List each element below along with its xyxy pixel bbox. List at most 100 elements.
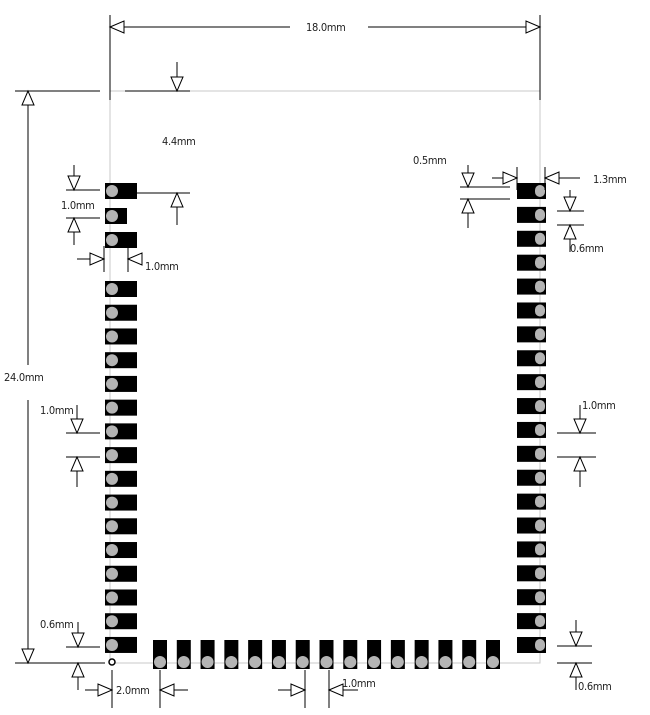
pad-bottom-11	[390, 640, 405, 669]
pad-right-14	[517, 493, 546, 510]
pad-hole	[391, 656, 404, 668]
arrow-right-icon	[97, 683, 114, 697]
bottom-pitch-label: 1.0mm	[342, 677, 376, 690]
pad-bottom-3	[200, 640, 215, 669]
left-pitch-label: 1.0mm	[40, 404, 74, 417]
pad-hole	[225, 656, 238, 668]
pad-bottom-14	[462, 640, 477, 669]
arrow-down-icon	[461, 172, 475, 189]
pad-hole	[535, 471, 545, 484]
pads-group	[105, 183, 546, 669]
pad-hole	[535, 495, 545, 508]
pad-left-9	[105, 399, 137, 416]
arrow-up-icon	[70, 455, 84, 472]
pad-hole	[106, 210, 118, 222]
pad-hole	[535, 352, 545, 365]
left-bottom-offset-label: 0.6mm	[40, 618, 74, 631]
pad-right-12	[517, 445, 546, 462]
pad-right-7	[517, 326, 546, 343]
pad-hole	[106, 520, 118, 533]
pad-left-6	[105, 328, 137, 345]
arrow-down-icon	[569, 631, 583, 648]
pad-left-3	[105, 232, 137, 248]
pad-right-18	[517, 589, 546, 606]
pad-hole	[106, 306, 118, 319]
pad-hole	[106, 185, 118, 197]
right-pad-length-label: 1.3mm	[593, 173, 627, 186]
pad-bottom-12	[414, 640, 429, 669]
pad-bottom-8	[319, 640, 334, 669]
pad-hole	[535, 185, 545, 197]
pad-hole	[535, 543, 545, 556]
pad-bottom-2	[176, 640, 191, 669]
pad-hole	[535, 256, 545, 269]
pad-bottom-7	[295, 640, 310, 669]
pad-bottom-10	[367, 640, 382, 669]
pad-hole	[106, 449, 118, 462]
pad-left-8	[105, 375, 137, 392]
pad-right-16	[517, 541, 546, 558]
arrow-left-icon	[327, 683, 344, 697]
pad-hole	[249, 656, 262, 668]
pad-hole	[535, 400, 545, 413]
pad-left-19	[105, 636, 137, 653]
pad-hole	[535, 591, 545, 604]
pad-hole	[106, 401, 118, 414]
pad-right-15	[517, 517, 546, 534]
pad-bottom-15	[486, 640, 500, 669]
pad-hole	[535, 519, 545, 532]
arrow-down-icon	[70, 418, 84, 435]
pad-left-15	[105, 542, 137, 559]
pad-hole	[106, 544, 118, 557]
arrow-up-icon	[563, 223, 577, 240]
arrow-left-icon	[126, 252, 143, 266]
pad-hole	[535, 280, 545, 293]
pad-right-8	[517, 350, 546, 367]
arrow-left-icon	[543, 171, 560, 185]
pad-hole	[106, 354, 118, 367]
pad-left-18	[105, 613, 137, 630]
arrow-left-icon	[158, 683, 175, 697]
arrow-left-icon	[108, 20, 125, 34]
pad-left-5	[105, 304, 137, 321]
arrowheads	[21, 20, 587, 697]
pad-right-1	[517, 183, 546, 199]
pad-left-2	[105, 208, 127, 224]
right-pitch-label: 1.0mm	[582, 399, 616, 412]
arrow-up-icon	[569, 661, 583, 678]
pad-hole	[296, 656, 309, 668]
pad-hole	[272, 656, 285, 668]
pad-hole	[535, 567, 545, 580]
arrow-down-icon	[21, 648, 35, 665]
pad-hole	[439, 656, 452, 668]
pad-hole	[106, 496, 118, 509]
pad-left-13	[105, 494, 137, 511]
right-bottom-offset-label: 0.6mm	[578, 680, 612, 693]
pad-hole	[344, 656, 357, 668]
pad-left-7	[105, 352, 137, 369]
pad-hole	[535, 208, 545, 221]
pad-left-12	[105, 470, 137, 487]
pad-hole	[535, 639, 545, 651]
arrow-right-icon	[525, 20, 542, 34]
arrow-down-icon	[67, 175, 81, 192]
pad-bottom-9	[343, 640, 358, 669]
arrow-down-icon	[71, 632, 85, 649]
pad-bottom-4	[224, 640, 239, 669]
left-top-pitch-label: 1.0mm	[61, 199, 95, 212]
arrow-right-icon	[290, 683, 307, 697]
pad-hole	[535, 615, 545, 628]
pad-right-4	[517, 254, 546, 271]
pad-right-5	[517, 278, 546, 295]
pad-hole	[415, 656, 428, 668]
pad-hole	[106, 638, 118, 651]
pad-right-6	[517, 302, 546, 319]
left-pad-length-label: 1.0mm	[145, 260, 179, 273]
bottom-first-offset-label: 2.0mm	[116, 684, 150, 697]
pad-left-1	[105, 183, 137, 199]
pad-right-17	[517, 565, 546, 582]
pad-hole	[106, 591, 118, 604]
arrow-down-icon	[563, 196, 577, 213]
